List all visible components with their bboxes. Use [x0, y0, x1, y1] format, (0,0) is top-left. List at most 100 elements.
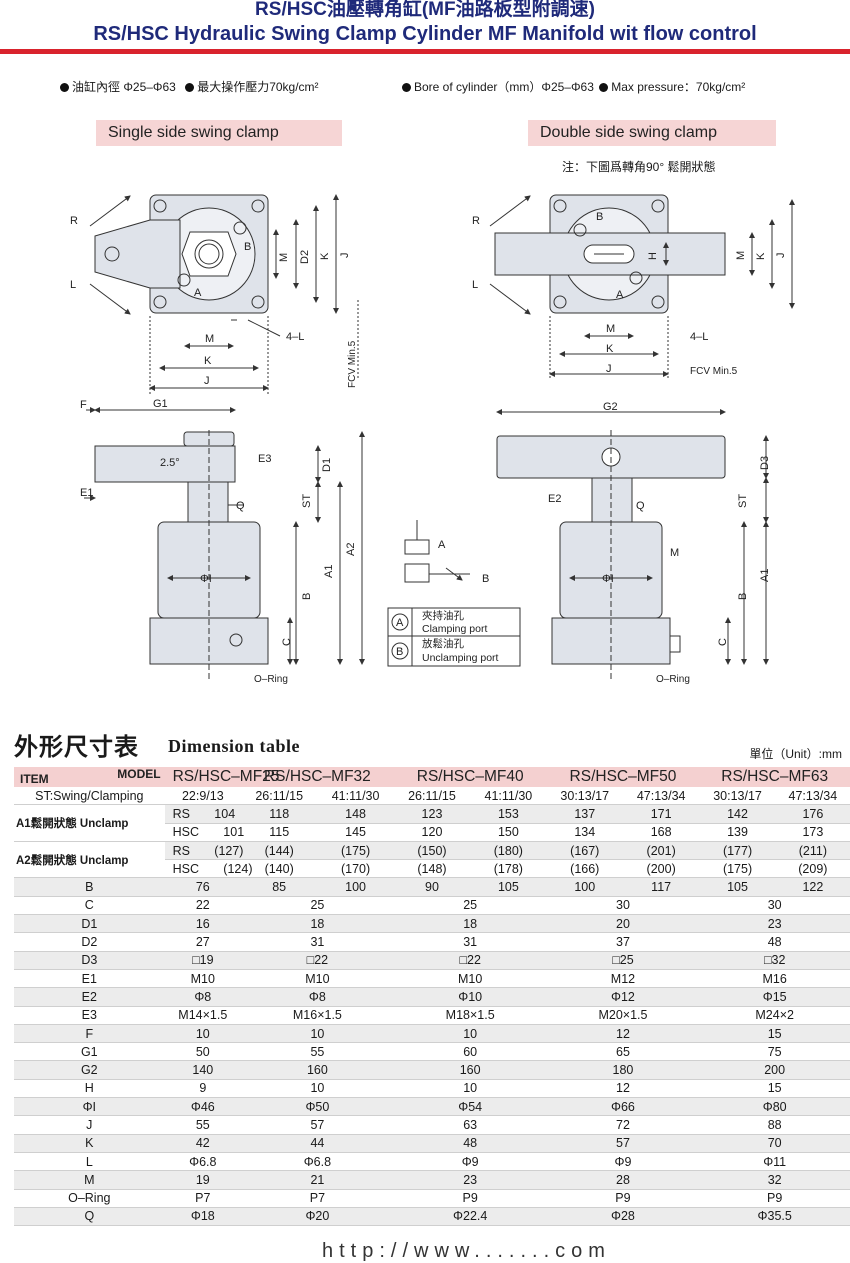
model-mf63: RS/HSC–MF63 — [699, 767, 850, 787]
label-M: M — [205, 333, 214, 345]
row-label: L — [14, 1152, 165, 1172]
label-G1: G1 — [153, 398, 168, 410]
row-label: O–Ring — [14, 1189, 165, 1208]
item-model-cell: ITEM MODEL — [14, 767, 165, 787]
row-label: M — [14, 1170, 165, 1190]
spec-en: Bore of cylinder（mm）Φ25–Φ63 Max pressure… — [402, 78, 745, 95]
row-label: C — [14, 896, 165, 916]
table-cell: 90 — [393, 877, 471, 897]
label-M-d: M — [606, 323, 615, 335]
spec-en-bore: Bore of cylinder（mm）Φ25–Φ63 — [414, 80, 594, 94]
row-label: J — [14, 1115, 165, 1135]
label-R: R — [70, 215, 78, 227]
table-cell: M16×1.5 — [241, 1006, 394, 1025]
table-cell: 21 — [241, 1170, 394, 1190]
table-unit: 單位（Unit）:mm — [749, 747, 842, 761]
label-L-d: L — [472, 279, 478, 291]
label-M-v: M — [278, 253, 290, 262]
table-cell: (178) — [470, 859, 547, 879]
table-cell: Φ6.8 — [164, 1152, 241, 1172]
table-cell: Φ8 — [164, 987, 241, 1007]
table-cell: 60 — [393, 1042, 547, 1062]
spec-cn-bore: 油缸內徑 Φ25–Φ63 — [72, 80, 176, 94]
model-label: MODEL — [117, 767, 161, 781]
table-cell: 23 — [393, 1170, 547, 1190]
table-cell: 37 — [546, 932, 700, 952]
label-F: F — [80, 399, 87, 411]
table-cell: 115 — [241, 823, 318, 842]
label-K-v: K — [319, 252, 331, 260]
table-cell: 57 — [241, 1115, 394, 1135]
label-L: L — [70, 279, 76, 291]
section-single-label: Single side swing clamp — [96, 120, 342, 146]
table-row: D3□19□22□22□25□32 — [14, 951, 850, 970]
table-cell: 18 — [241, 914, 394, 934]
table-cell: 44 — [241, 1134, 394, 1153]
table-cell: M24×2 — [699, 1006, 850, 1025]
spec-cn: 油缸內徑 Φ25–Φ63 最大操作壓力70kg/cm² — [60, 78, 319, 95]
legend-B-en: Unclamping port — [422, 652, 499, 664]
table-cell: 117 — [622, 877, 700, 897]
table-row-a2: HSC (124)(140)(170)(148)(178)(166)(200)(… — [14, 859, 850, 879]
label-B-side: B — [301, 593, 313, 600]
table-cell: (150) — [393, 841, 471, 861]
bullet-icon — [185, 83, 195, 92]
legend-A-en: Clamping port — [422, 623, 487, 635]
table-cell: □22 — [393, 951, 547, 970]
table-cell: 31 — [393, 932, 547, 952]
label-Q-d: Q — [636, 500, 645, 512]
table-cell: (201) — [622, 841, 700, 861]
table-cell: 10 — [393, 1079, 547, 1099]
table-cell: 25 — [241, 896, 394, 916]
row-label: K — [14, 1134, 165, 1153]
table-cell: Φ20 — [241, 1207, 394, 1227]
label-phiI: ΦI — [200, 573, 212, 585]
double-side-view — [496, 409, 769, 680]
label-E3: E3 — [258, 453, 271, 465]
table-cell: 148 — [317, 804, 394, 824]
table-cell: 23 — [699, 914, 850, 934]
label-D3: D3 — [759, 456, 771, 470]
table-cell: 134 — [546, 823, 623, 842]
table-cell: 63 — [393, 1115, 547, 1135]
label-ST: ST — [301, 494, 313, 508]
label-A: A — [194, 287, 202, 299]
table-cell: (211) — [775, 841, 850, 861]
row-label-text: A1鬆開狀態 Unclamp — [16, 818, 129, 831]
table-cell: 30:13/17 — [699, 787, 776, 806]
label-K: K — [204, 355, 212, 367]
table-cell: (167) — [546, 841, 623, 861]
row-label: G1 — [14, 1042, 165, 1062]
table-cell: (209) — [775, 859, 850, 879]
dimension-table: ITEM MODEL RS/HSC–MF25 RS/HSC–MF32 RS/HS… — [14, 767, 850, 1227]
table-cell: M10 — [241, 969, 394, 989]
table-cell: Φ9 — [393, 1152, 547, 1172]
section-double-label: Double side swing clamp — [528, 120, 776, 146]
label-B-side-d: B — [737, 593, 749, 600]
table-cell: RS 104 — [164, 804, 241, 824]
spec-en-pressure: Max pressure：70kg/cm² — [611, 80, 746, 94]
table-cell: 10 — [164, 1024, 241, 1044]
table-cell: 19 — [164, 1170, 241, 1190]
table-cell: Φ8 — [241, 987, 394, 1007]
label-R-d: R — [472, 215, 480, 227]
table-cell: (144) — [241, 841, 318, 861]
table-cell: 88 — [699, 1115, 850, 1135]
table-cell: 48 — [393, 1134, 547, 1153]
table-cell: Φ50 — [241, 1097, 394, 1117]
technical-drawing: R L B A M K J 4–L M D2 K J FCV Min.5 R L… — [70, 194, 795, 685]
title-english: RS/HSC Hydraulic Swing Clamp Cylinder MF… — [93, 23, 757, 45]
table-cell: 9 — [164, 1079, 241, 1099]
bullet-icon — [60, 83, 69, 92]
table-cell: Φ54 — [393, 1097, 547, 1117]
table-cell: 18 — [393, 914, 547, 934]
